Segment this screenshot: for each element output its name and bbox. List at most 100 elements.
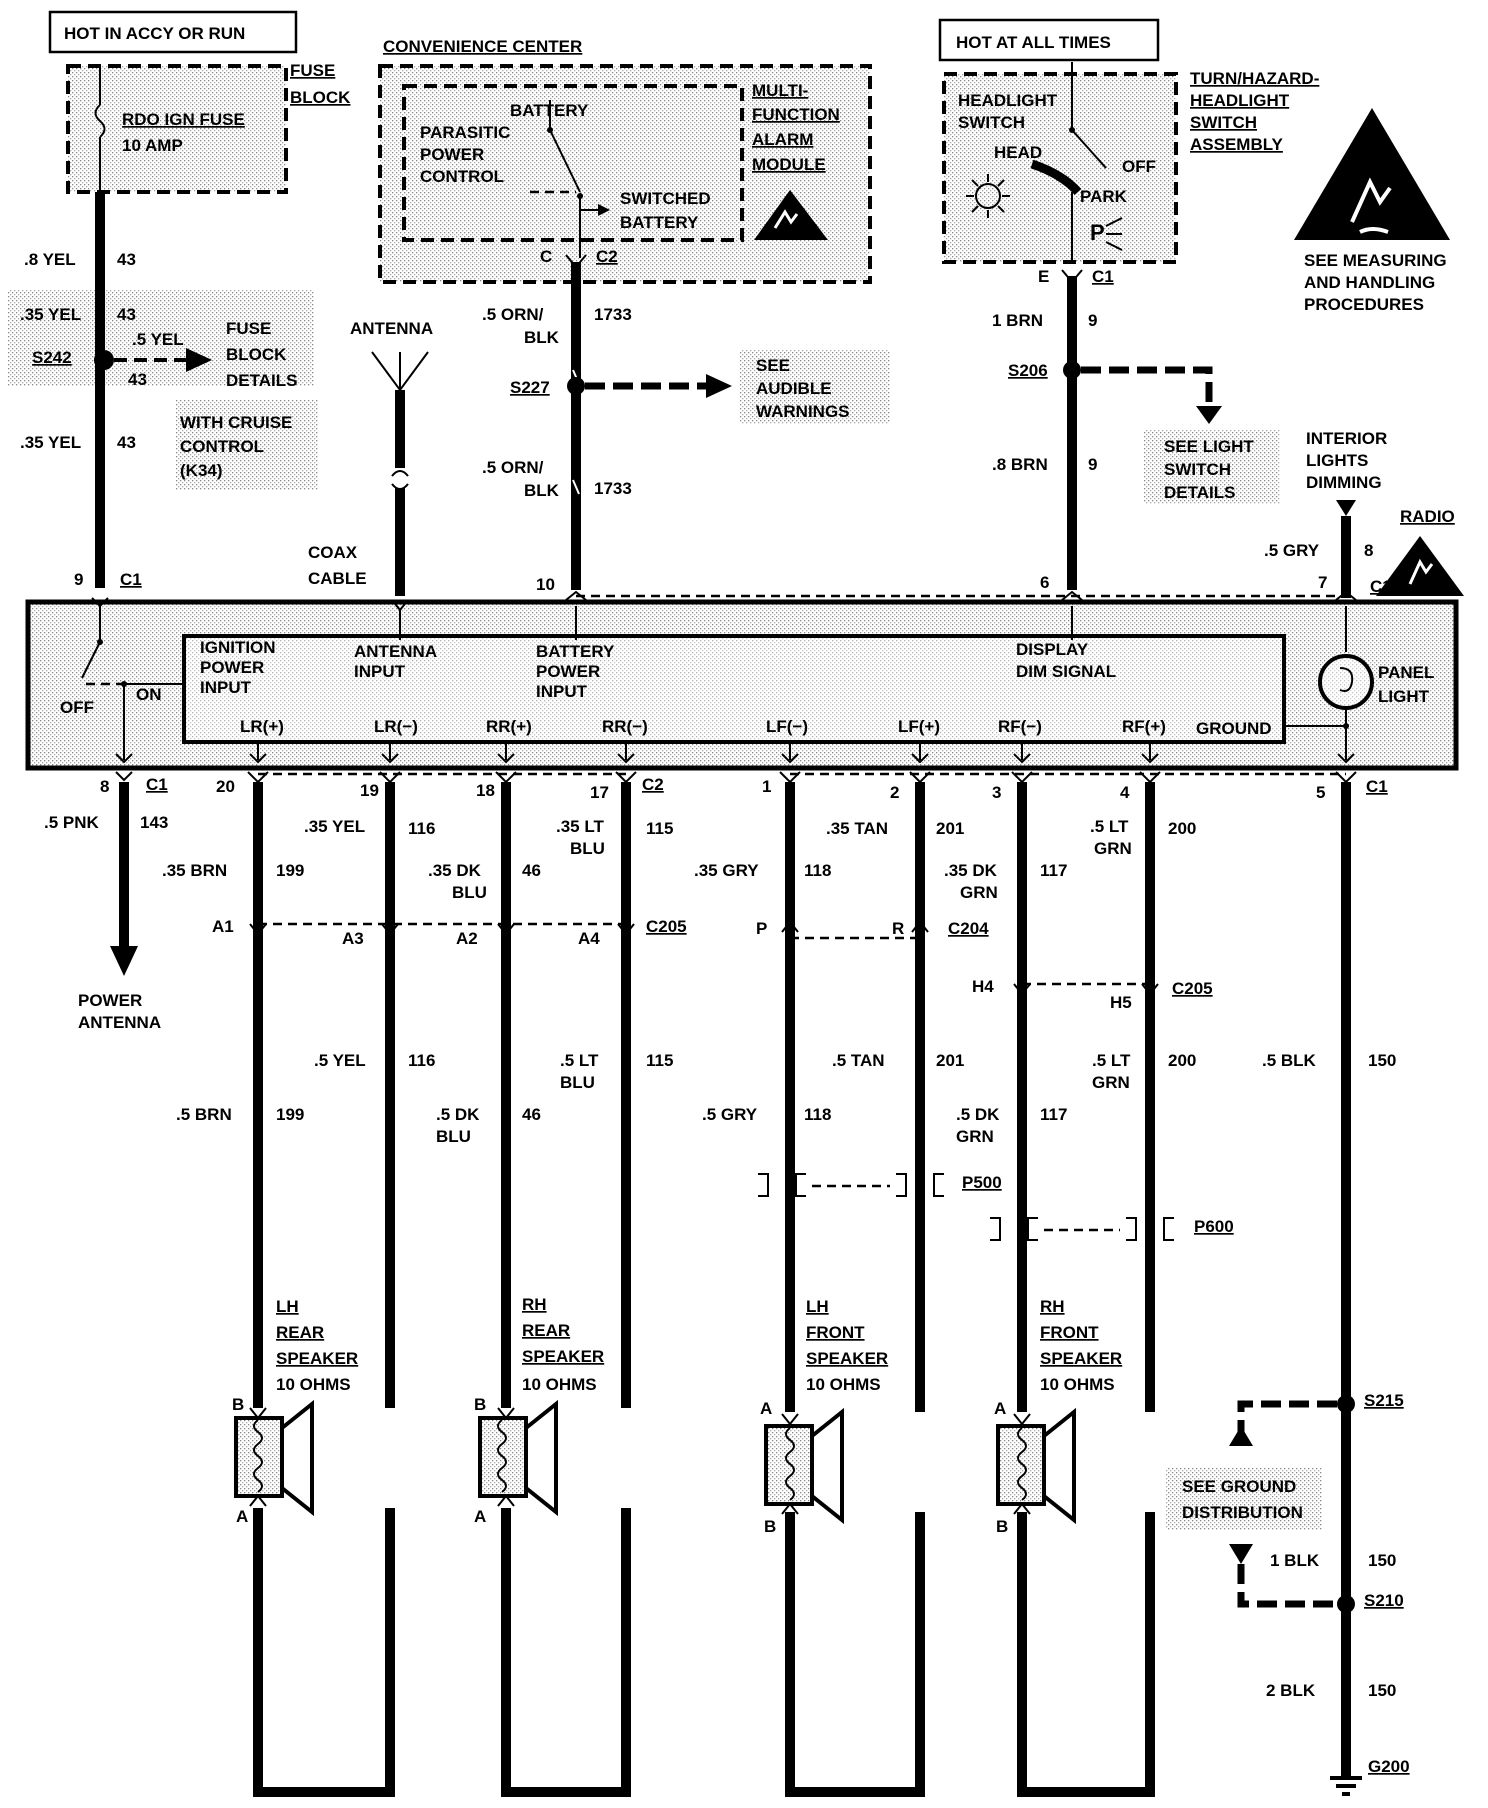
svg-text:199: 199 (276, 861, 304, 880)
svg-text:SWITCH: SWITCH (1190, 113, 1257, 132)
svg-text:.5 ORN/: .5 ORN/ (482, 305, 544, 324)
svg-text:10 OHMS: 10 OHMS (276, 1375, 351, 1394)
svg-text:PANEL: PANEL (1378, 663, 1434, 682)
svg-text:.8 YEL: .8 YEL (24, 250, 76, 269)
svg-text:10 OHMS: 10 OHMS (806, 1375, 881, 1394)
svg-text:ANTENNA: ANTENNA (350, 319, 433, 338)
svg-text:116: 116 (408, 819, 435, 838)
svg-text:REAR: REAR (522, 1321, 570, 1340)
svg-text:.5 LT: .5 LT (1090, 817, 1129, 836)
svg-text:LIGHT: LIGHT (1378, 687, 1430, 706)
svg-text:RR(+): RR(+) (486, 717, 532, 736)
svg-text:2: 2 (890, 783, 899, 802)
radio-title: RADIO (1400, 507, 1455, 526)
svg-text:1 BLK: 1 BLK (1270, 1551, 1320, 1570)
svg-text:WARNINGS: WARNINGS (756, 402, 850, 421)
svg-text:A: A (474, 1507, 486, 1526)
svg-text:BLU: BLU (436, 1127, 471, 1146)
svg-text:FRONT: FRONT (806, 1323, 865, 1342)
svg-text:201: 201 (936, 1051, 964, 1070)
svg-text:OFF: OFF (1122, 157, 1156, 176)
svg-text:1733: 1733 (594, 305, 632, 324)
speaker-icon (764, 1407, 844, 1525)
svg-text:REAR: REAR (276, 1323, 324, 1342)
svg-text:150: 150 (1368, 1551, 1396, 1570)
svg-text:.5 LT: .5 LT (1092, 1051, 1131, 1070)
svg-text:INPUT: INPUT (536, 682, 588, 701)
splice-s210: S210 (1364, 1591, 1404, 1610)
fuse-block-label-2: BLOCK (290, 88, 351, 107)
convenience-center: BATTERY PARASITIC POWER CONTROL SWITCHED… (378, 64, 872, 284)
svg-text:117: 117 (1040, 861, 1067, 880)
inline-connector-labels: A1 A3 A2 A4 C205 P R C204 H4 H5 C205 (212, 917, 1213, 1012)
svg-text:.35 TAN: .35 TAN (826, 819, 888, 838)
svg-text:LR(+): LR(+) (240, 717, 284, 736)
svg-text:AND HANDLING: AND HANDLING (1304, 273, 1435, 292)
svg-text:P500: P500 (962, 1173, 1002, 1192)
svg-text:SWITCHED: SWITCHED (620, 189, 711, 208)
svg-text:199: 199 (276, 1105, 304, 1124)
svg-text:GRN: GRN (1094, 839, 1132, 858)
svg-text:HOT IN ACCY OR RUN: HOT IN ACCY OR RUN (64, 24, 245, 43)
svg-text:.5 DK: .5 DK (956, 1105, 1000, 1124)
splice-s242: S242 (32, 348, 72, 367)
svg-text:OFF: OFF (60, 698, 94, 717)
svg-text:(K34): (K34) (180, 461, 223, 480)
svg-text:.8 BRN: .8 BRN (992, 455, 1048, 474)
svg-text:C1: C1 (1366, 777, 1388, 796)
svg-text:10 OHMS: 10 OHMS (522, 1375, 597, 1394)
svg-text:RR(−): RR(−) (602, 717, 648, 736)
svg-text:.5 PNK: .5 PNK (44, 813, 100, 832)
ground-circuit: .5 BLK 150 S215 SEE GROUND DISTRIBUTION … (1166, 782, 1410, 1796)
svg-text:.5 DK: .5 DK (436, 1105, 480, 1124)
svg-text:SEE LIGHT: SEE LIGHT (1164, 437, 1254, 456)
svg-text:.5 ORN/: .5 ORN/ (482, 458, 544, 477)
svg-text:DISTRIBUTION: DISTRIBUTION (1182, 1503, 1303, 1522)
speaker-rh-front: RH FRONT SPEAKER 10 OHMS A B (994, 1297, 1122, 1536)
speaker-icon (234, 1399, 314, 1517)
svg-text:DETAILS: DETAILS (1164, 483, 1235, 502)
arrow-right-icon (706, 374, 732, 398)
svg-text:18: 18 (476, 781, 495, 800)
top-wire-labels: .35 BRN 199 .35 YEL 116 .35 DK BLU 46 .3… (162, 817, 1196, 902)
arrow-down-icon (110, 946, 138, 976)
svg-text:GRN: GRN (1092, 1073, 1130, 1092)
hot-all-times-box: HOT AT ALL TIMES (938, 18, 1160, 62)
svg-text:RF(+): RF(+) (1122, 717, 1166, 736)
svg-text:INTERIOR: INTERIOR (1306, 429, 1387, 448)
svg-text:G200: G200 (1368, 1757, 1410, 1776)
esd-warning-icon (1376, 536, 1464, 596)
svg-text:A3: A3 (342, 929, 364, 948)
pass-through-p500: P500 (758, 1173, 1002, 1197)
svg-text:FUSE: FUSE (226, 319, 271, 338)
svg-text:A2: A2 (456, 929, 478, 948)
svg-text:SWITCH: SWITCH (958, 113, 1025, 132)
svg-text:E: E (1038, 267, 1049, 286)
svg-text:LF(+): LF(+) (898, 717, 940, 736)
svg-text:HEADLIGHT: HEADLIGHT (1190, 91, 1290, 110)
svg-text:A1: A1 (212, 917, 234, 936)
speaker-rh-rear: RH REAR SPEAKER 10 OHMS B A (474, 1295, 604, 1526)
svg-text:200: 200 (1168, 819, 1196, 838)
arrow-right-icon (186, 348, 212, 372)
svg-text:GRN: GRN (956, 1127, 994, 1146)
svg-text:9: 9 (1088, 455, 1097, 474)
svg-text:19: 19 (360, 781, 379, 800)
svg-text:.5 GRY: .5 GRY (1264, 541, 1320, 560)
svg-text:C204: C204 (948, 919, 989, 938)
svg-text:46: 46 (522, 1105, 541, 1124)
svg-text:P: P (756, 919, 767, 938)
svg-text:10 AMP: 10 AMP (122, 136, 183, 155)
svg-text:ON: ON (136, 685, 162, 704)
speaker-icon (996, 1407, 1076, 1525)
svg-text:117: 117 (1040, 1105, 1067, 1124)
svg-text:200: 200 (1168, 1051, 1196, 1070)
arrow-up-icon (1229, 1426, 1253, 1446)
splice-s206: S206 (1008, 361, 1048, 380)
svg-text:SEE GROUND: SEE GROUND (1182, 1477, 1296, 1496)
svg-text:43: 43 (117, 433, 136, 452)
svg-text:DETAILS: DETAILS (226, 371, 297, 390)
pass-through-p600: P600 (990, 1217, 1234, 1241)
svg-text:B: B (474, 1395, 486, 1414)
